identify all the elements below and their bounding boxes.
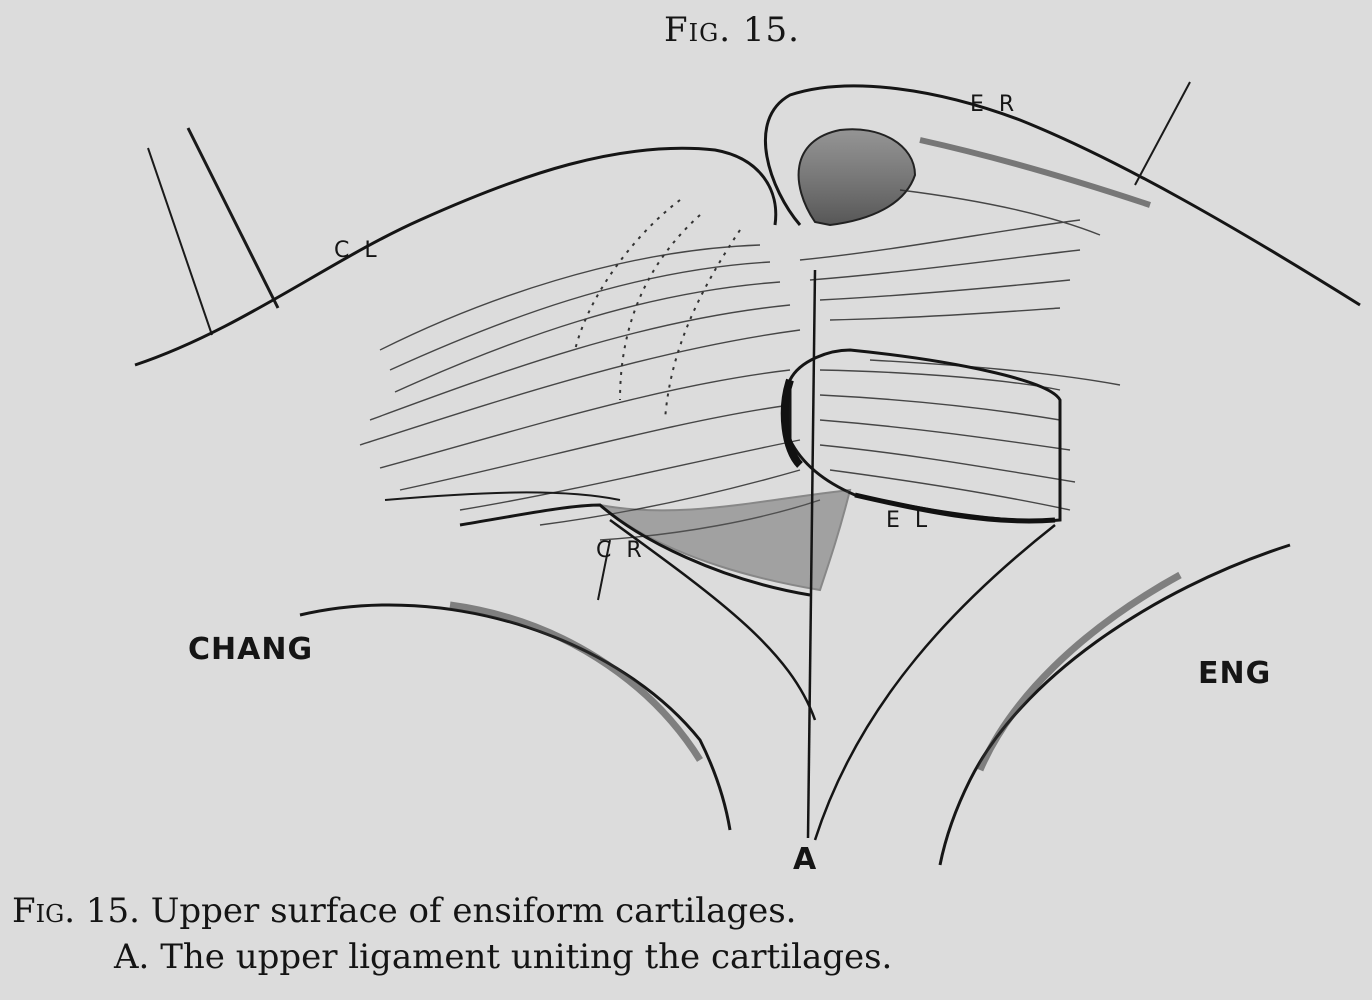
cl-outline [135,148,776,365]
caption-text-1: Upper surface of ensiform cartilages. [151,891,797,931]
base-line [385,492,620,500]
leader-line-left-outer [148,148,212,335]
caption-figure-number: Fig. 15. [12,891,140,931]
er-shade [920,140,1150,205]
caption-text-2: The upper ligament uniting the cartilage… [160,937,892,977]
chang-arc-shade [450,605,700,760]
label-a: A [793,842,817,877]
er-hook-inner [799,129,915,225]
label-er: E R [970,92,1018,117]
el-lower-edge [855,495,1055,521]
label-cl: C L [334,238,381,263]
label-el: E L [886,508,931,533]
striations [360,190,1120,540]
a-leader-right [815,525,1055,840]
caption-line-1: Fig. 15. Upper surface of ensiform carti… [12,888,892,934]
caption-line-2: A. The upper ligament uniting the cartil… [12,934,892,980]
leader-line-right [1135,82,1190,185]
dotted-contours [575,200,740,420]
label-eng: ENG [1198,656,1271,691]
eng-arc [940,545,1290,865]
figure-caption: Fig. 15. Upper surface of ensiform carti… [12,888,892,980]
eng-arc-shade [980,575,1180,770]
leader-line-left-inner [188,128,278,308]
label-chang: CHANG [188,632,313,667]
caption-key-a: A. [114,937,149,977]
label-cr: C R [596,538,646,563]
